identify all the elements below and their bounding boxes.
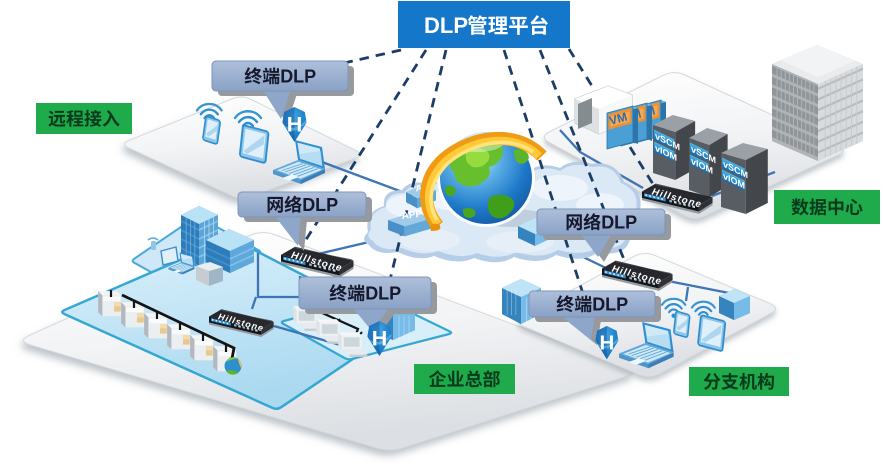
svg-text:DLP: DLP — [424, 13, 468, 38]
svg-text:H: H — [600, 332, 615, 354]
svg-text:DLP: DLP — [592, 295, 628, 315]
svg-text:H: H — [372, 327, 388, 351]
svg-text:DLP: DLP — [365, 284, 401, 304]
svg-text:VM: VM — [608, 110, 629, 128]
svg-text:H: H — [287, 113, 303, 137]
svg-text:DLP: DLP — [302, 195, 338, 215]
svg-text:DLP: DLP — [601, 213, 637, 233]
svg-text:DLP: DLP — [280, 67, 316, 87]
svg-text:APP: APP — [401, 209, 423, 222]
